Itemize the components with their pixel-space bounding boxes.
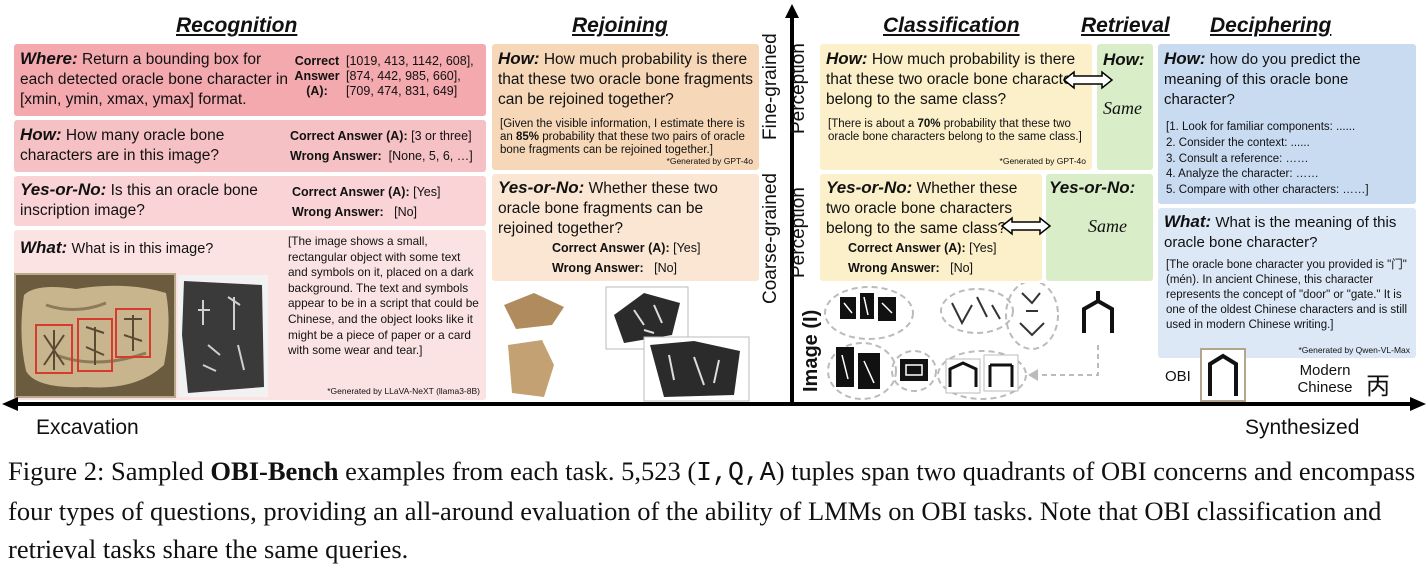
recognition-what-answer: [The image shows a small, rectangular ob… [288,234,479,358]
fine-grained-label: Fine-grained [760,33,781,140]
retrieval-yesno-box: Yes-or-No: Same [1046,174,1153,281]
rejoining-yesno-correct: Correct Answer (A): [Yes] [552,241,701,255]
recognition-yesno-wrong: Wrong Answer: [No] [292,205,418,219]
coarse-grained-label: Coarse-grained [760,173,781,304]
classification-how-question: How: How much probability is there that … [826,49,1085,108]
classification-how-answer: [There is about a 70% probability that t… [828,118,1082,143]
rejoining-fragments-image [504,286,750,402]
oracle-bone-photo-drawing [21,285,169,388]
perception-label-1: Perception [788,43,809,134]
yesno-double-arrow-icon [1000,216,1052,236]
excavation-label: Excavation [36,416,139,439]
deciphering-how-box: How: how do you predict the meaning of t… [1158,44,1416,204]
classification-how-generator: *Generated by GPT-4o [999,156,1086,166]
recognition-yesno-question: Yes-or-No: Is this an oracle bone inscri… [20,180,258,219]
rejoining-how-question: How: How much probability is there that … [498,49,754,108]
deciphering-step: 4. Analyze the character: …… [1166,168,1319,181]
recognition-how-box: How: How many oracle bone characters are… [14,120,486,172]
retrieval-how-same: Same [1103,98,1142,118]
retrieval-yesno-same: Same [1088,216,1127,236]
rejoining-title: Rejoining [572,14,668,37]
retrieval-yesno-label: Yes-or-No: [1049,178,1136,197]
deciphering-step: 5. Compare with other characters: ……] [1166,184,1369,197]
classification-character-clusters [824,283,1124,400]
recognition-where-question: Where: Return a bounding box for each de… [20,49,288,108]
deciphering-how-question: How: how do you predict the meaning of t… [1164,49,1361,108]
deciphering-step: 2. Consider the context: ...... [1166,136,1310,149]
horizontal-axis-arrow [2,397,1426,411]
classification-title: Classification [883,14,1020,37]
rejoining-how-box: How: How much probability is there that … [492,44,759,170]
recognition-how-correct: Correct Answer (A): [3 or three] [290,129,472,143]
rejoining-how-generator: *Generated by GPT-4o [666,156,753,166]
obi-label: OBI [1165,368,1191,385]
recognition-title: Recognition [176,14,298,37]
how-double-arrow-icon [1062,70,1114,90]
deciphering-title: Deciphering [1210,14,1332,37]
classification-how-box: How: How much probability is there that … [820,44,1092,170]
recognition-how-wrong: Wrong Answer: [None, 5, 6, …] [290,149,473,163]
deciphering-step: 3. Consult a reference: …… [1166,152,1309,165]
recognition-where-answer: [1019, 413, 1142, 608], [874, 442, 985, … [346,54,474,98]
oracle-bone-photo [14,273,176,398]
recognition-yesno-box: Yes-or-No: Is this an oracle bone inscri… [14,176,486,226]
deciphering-what-answer: [The oracle bone character you provided … [1166,259,1407,331]
rejoining-how-answer: [Given the visible information, I estima… [500,118,745,156]
recognition-what-generator: *Generated by LLaVA-NeXT (llama3-8B) [327,386,480,396]
vertical-axis-arrow [785,4,799,402]
oracle-rubbing-image [178,275,268,397]
synthesized-label: Synthesized [1245,416,1360,439]
rejoining-yesno-question: Yes-or-No: Whether these two oracle bone… [498,178,718,237]
figure-caption: Figure 2: Sampled OBI-Bench examples fro… [8,456,1416,564]
deciphering-steps: [1. Look for familiar components: ......… [1166,120,1412,199]
perception-label-2: Perception [788,187,809,278]
deciphering-what-generator: *Generated by Qwen-VL-Max [1298,345,1411,355]
classification-yesno-correct: Correct Answer (A): [Yes] [848,241,997,255]
image-label: Image (I) [800,309,822,392]
modern-chinese-label: Modern Chinese [1297,362,1353,396]
classification-yesno-question: Yes-or-No: Whether these two oracle bone… [826,178,1018,237]
deciphering-what-box: What: What is the meaning of this oracle… [1158,208,1416,358]
retrieval-title: Retrieval [1081,14,1170,37]
retrieval-how-label: How: [1103,50,1145,69]
deciphering-what-question: What: What is the meaning of this oracle… [1164,212,1397,251]
recognition-what-question: What: What is in this image? [20,238,214,257]
rejoining-yesno-wrong: Wrong Answer: [No] [552,261,678,275]
oracle-rubbing-drawing [182,281,264,393]
recognition-how-question: How: How many oracle bone characters are… [20,125,225,164]
classification-yesno-wrong: Wrong Answer: [No] [848,261,974,275]
rejoining-yesno-box: Yes-or-No: Whether these two oracle bone… [492,174,759,281]
modern-chinese-character: 丙 [1366,372,1390,400]
retrieval-how-box: How: Same [1097,44,1153,170]
obi-character-image [1200,348,1246,402]
deciphering-step: [1. Look for familiar components: ...... [1166,121,1356,133]
recognition-where-answer-label: Correct Answer (A): [294,54,340,98]
recognition-yesno-correct: Correct Answer (A): [Yes] [292,185,441,199]
recognition-where-box: Where: Return a bounding box for each de… [14,44,486,116]
